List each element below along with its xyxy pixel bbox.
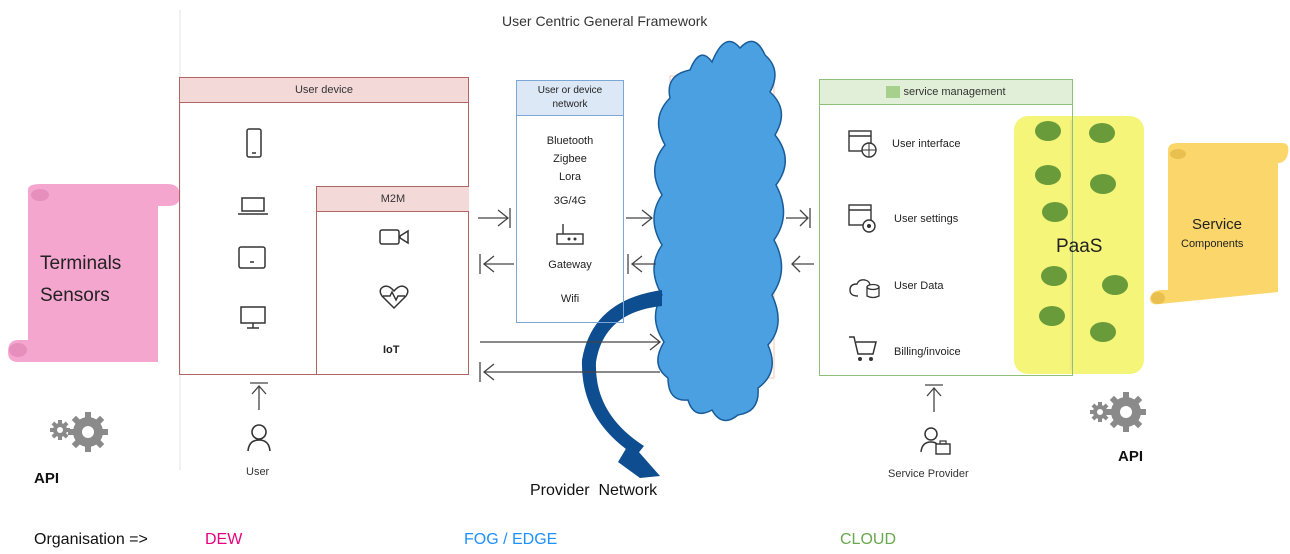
- monitor-icon: [240, 306, 266, 329]
- network-item-gateway: Gateway: [548, 259, 592, 271]
- network-item-3g4g: 3G/4G: [553, 195, 587, 207]
- user-device-box: User device M2M IoT: [179, 77, 469, 375]
- user-interface-icon: [848, 130, 877, 158]
- user-device-title: User device: [294, 84, 354, 96]
- api-label-right: API: [1118, 448, 1144, 465]
- provider-network-arrow: [581, 290, 662, 478]
- connection-arrows: [250, 208, 943, 412]
- service-item-user-interface: User interface: [892, 138, 961, 150]
- m2m-title: M2M: [380, 193, 406, 205]
- fog-edge-label: FOG / EDGE: [464, 531, 558, 548]
- paas-label: PaaS: [1056, 236, 1103, 257]
- service-management-box: service management User interface User s…: [819, 79, 1073, 376]
- terminals-label: Terminals: [40, 253, 122, 274]
- service-components-scroll: [1150, 143, 1289, 305]
- network-item-bluetooth: Bluetooth: [546, 135, 594, 147]
- service-provider-label: Service Provider: [888, 468, 969, 480]
- device-network-header-line2: network: [552, 99, 588, 110]
- api-gears-right: [1086, 392, 1156, 440]
- provider-cloud: [653, 40, 786, 422]
- service-components-label-1: Service: [1192, 216, 1243, 233]
- service-item-user-settings: User settings: [894, 213, 959, 225]
- diagram-title: User Centric General Framework: [502, 13, 708, 29]
- service-management-header: service management: [820, 80, 1072, 105]
- service-components-label-2: Components: [1181, 238, 1244, 250]
- laptop-icon: [238, 197, 268, 215]
- organisation-label: Organisation =>: [34, 531, 148, 548]
- camera-icon: [379, 229, 409, 245]
- phone-icon: [246, 128, 262, 158]
- service-provider-icon: [920, 427, 951, 455]
- paas-dots: [1035, 121, 1128, 342]
- device-network-header-line1: User or device: [537, 85, 603, 96]
- service-item-user-data: User Data: [894, 280, 944, 292]
- heart-pulse-icon: [379, 285, 409, 310]
- dew-label: DEW: [205, 531, 243, 548]
- cloud-database-icon: [849, 279, 880, 299]
- sensors-label: Sensors: [40, 285, 110, 306]
- service-item-billing: Billing/invoice: [894, 346, 961, 358]
- tablet-icon: [238, 246, 266, 269]
- network-item-lora: Lora: [558, 171, 582, 183]
- api-label-left: API: [34, 470, 60, 487]
- service-management-swatch: [886, 86, 901, 99]
- api-gears-left: [44, 410, 114, 458]
- cloud-label: CLOUD: [840, 531, 897, 548]
- user-settings-icon: [848, 204, 876, 233]
- user-icon: [247, 424, 271, 452]
- network-item-zigbee: Zigbee: [553, 153, 587, 165]
- device-network-header: User or device network: [517, 81, 623, 116]
- shopping-cart-icon: [849, 336, 877, 361]
- provider-network-label: Provider Network: [530, 482, 658, 499]
- iot-label: IoT: [383, 344, 400, 356]
- router-icon: [556, 224, 584, 245]
- user-label: User: [246, 466, 270, 478]
- network-item-wifi: Wifi: [560, 293, 580, 305]
- device-network-box: User or device network Bluetooth Zigbee …: [516, 80, 624, 323]
- service-management-title: service management: [903, 86, 1006, 98]
- m2m-header: M2M: [317, 187, 469, 212]
- user-device-header: User device: [180, 78, 468, 103]
- m2m-box: M2M IoT: [316, 186, 469, 375]
- terminals-scroll: [8, 184, 180, 362]
